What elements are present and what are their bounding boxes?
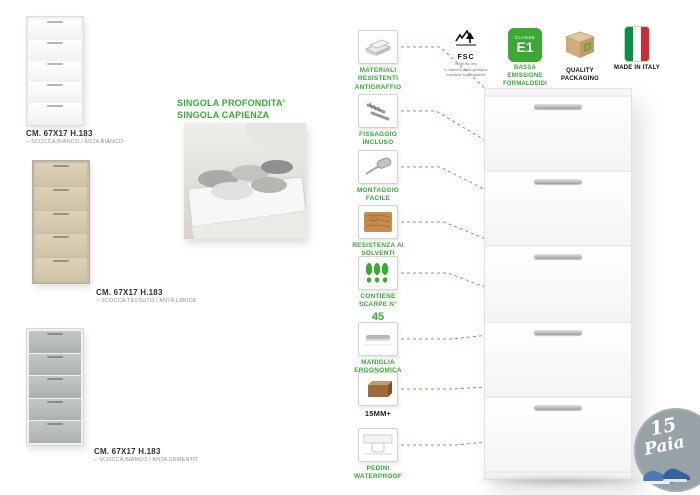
screws-icon (358, 94, 398, 128)
feature-label: 15MM+ (364, 409, 392, 418)
drawer-handle (534, 254, 582, 260)
variant-finish: – SCOCCA BIANCO / ANTA BIANCO (26, 139, 124, 145)
feature-label: FISSAGGIO INCLUSO (359, 131, 397, 147)
fsc-sub: forestale responsabile (446, 72, 486, 78)
feature-label: PEDINI WATERPROOF (353, 465, 403, 481)
fsc-sub: www.fsc.org (455, 61, 477, 66)
feature-feet: PEDINI WATERPROOF (346, 428, 410, 482)
open-drawer-photo (184, 123, 307, 239)
e1-value: E1 (516, 39, 534, 56)
headline-line1: SINGOLA PROFONDITA' (177, 98, 285, 108)
made-in-italy-label: MADE IN ITALY (614, 65, 660, 71)
handle-icon (358, 322, 398, 356)
product-image (484, 88, 632, 480)
cabinet-plinth (485, 473, 631, 480)
badge-classe-e1: CLASSE E1 BASSA EMISSIONE FORMALDEIDI (500, 28, 550, 88)
shoe-soles-icon (358, 256, 398, 290)
variant-image-bianco-bianco (26, 16, 84, 126)
e1-label: BASSA EMISSIONE FORMALDEIDI (503, 65, 547, 87)
floor-shadow (468, 474, 658, 488)
drawer-front (485, 172, 631, 248)
variant-dims: CM. 67X17 H.183 (94, 447, 161, 456)
feature-label: MATERIALI RESISTENTI ANTIGRAFFIO (354, 67, 402, 91)
feature-handle: MANIGLIA ERGONOMICA (346, 322, 410, 376)
feature-solvent-resistance: RESISTENZA AI SOLVENTI (346, 205, 410, 259)
drawer-handle (534, 329, 582, 335)
feature-capacity-value: 45 (371, 310, 385, 323)
capacity-badge: 15 Paia (634, 408, 700, 492)
layered-material-icon (358, 30, 398, 64)
italy-flag-icon (624, 26, 650, 62)
capacity-word: Paia (642, 431, 687, 461)
variant-dims: CM. 67X17 H.183 (26, 129, 93, 138)
badge-quality-packaging: QUALITY PACKAGING (554, 28, 606, 84)
screwdriver-icon (358, 150, 398, 184)
variant-finish: – SCOCCA TESSUTO / ANTA LARICE (96, 298, 197, 304)
badge-fsc: FSC www.fsc.org Il marchio della gestion… (438, 28, 494, 78)
cabinet-top-panel (485, 89, 631, 97)
variant-finish: – SCOCCA BIANCO / ANTA CEMENTO (94, 457, 198, 463)
headline: SINGOLA PROFONDITA' SINGOLA CAPIENZA (177, 97, 309, 121)
e1-classe-text: CLASSE (514, 35, 536, 41)
variant-caption-larice: CM. 67X17 H.183 – SCOCCA TESSUTO / ANTA … (96, 288, 246, 304)
feature-label: MANIGLIA ERGONOMICA (354, 359, 402, 375)
variant-dims: CM. 67X17 H.183 (96, 288, 163, 297)
fsc-sub: Il marchio della gestione (444, 66, 488, 72)
variant-image-bianco-cemento (26, 328, 84, 446)
drawer-handle (534, 104, 582, 109)
headline-line2: SINGOLA CAPIENZA (177, 110, 270, 121)
fsc-tree-icon (454, 29, 478, 52)
feature-label: CONTIENE SCARPE N° (359, 293, 397, 309)
feature-label: MONTAGGIO FACILE (356, 187, 400, 203)
drawer-front (485, 97, 631, 173)
variant-caption-bianco: CM. 67X17 H.183 – SCOCCA BIANCO / ANTA B… (26, 129, 176, 145)
shoes-icon (640, 462, 691, 491)
variant-image-tessuto-larice (32, 160, 90, 284)
drawer-handle (534, 404, 582, 410)
feature-label: RESISTENZA AI SOLVENTI (352, 242, 404, 258)
e1-icon: CLASSE E1 (508, 28, 542, 62)
fsc-title: FSC (457, 54, 475, 61)
feature-shoe-capacity: CONTIENE SCARPE N° 45 (346, 256, 410, 323)
foot-icon (358, 428, 398, 462)
drawer-front (485, 397, 631, 474)
cardboard-box-icon (562, 31, 598, 64)
wood-surface-icon (358, 205, 398, 239)
feature-materials: MATERIALI RESISTENTI ANTIGRAFFIO (346, 30, 410, 92)
badge-made-in-italy: MADE IN ITALY (612, 26, 662, 73)
drawer-front (485, 322, 631, 398)
drawer-front (485, 247, 631, 323)
feature-fixings: FISSAGGIO INCLUSO (346, 94, 410, 148)
feature-panel-thickness: 15MM+ (346, 372, 410, 419)
drawer-handle (534, 179, 582, 185)
feature-assembly: MONTAGGIO FACILE (346, 150, 410, 204)
packaging-label: QUALITY PACKAGING (560, 68, 600, 82)
variant-caption-cemento: CM. 67X17 H.183 – SCOCCA BIANCO / ANTA C… (94, 447, 244, 463)
panel-thickness-icon (358, 372, 398, 406)
